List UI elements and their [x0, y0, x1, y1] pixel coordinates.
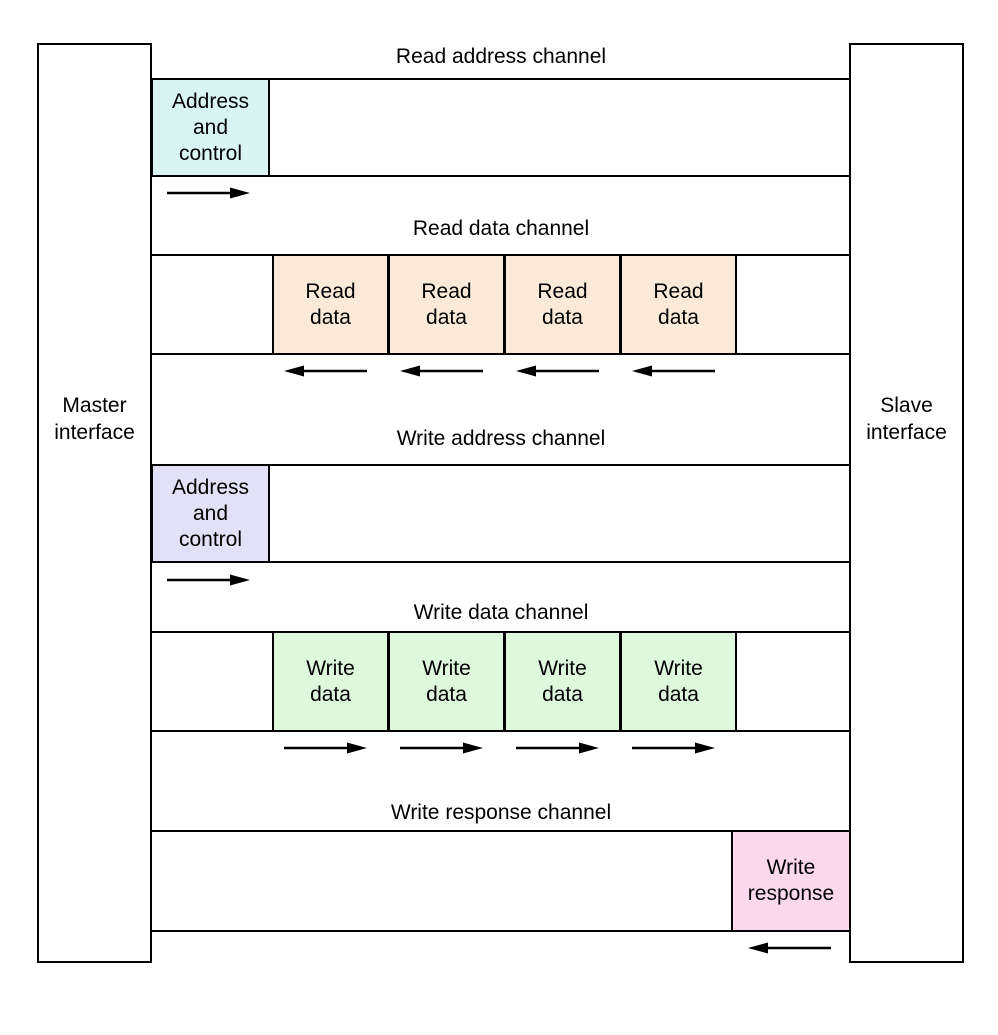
read-data-box: Read data: [272, 254, 389, 355]
write-address-control-box-line1: Address: [171, 475, 250, 499]
channel-title-write-data: Write data channel: [413, 601, 589, 624]
slave-interface-label: Slave interface: [849, 392, 964, 446]
arrow-right-icon: [400, 742, 483, 754]
arrow-right-icon: [284, 742, 367, 754]
read-address-control-box: Address and control: [151, 78, 270, 177]
read-data-box-line2: data: [542, 305, 583, 329]
write-data-box-line1: Write: [422, 656, 471, 680]
write-data-box-line2: data: [658, 682, 699, 706]
master-interface-label-line1: Master: [62, 394, 127, 417]
channel-title-read-data: Read data channel: [412, 217, 590, 240]
slave-interface-label-line2: interface: [866, 421, 947, 444]
master-interface-box: [37, 43, 152, 963]
read-address-control-box-line3: control: [178, 141, 242, 165]
read-data-box-line1: Read: [537, 279, 588, 303]
read-data-box: Read data: [620, 254, 737, 355]
write-address-control-box: Address and control: [151, 464, 270, 563]
write-data-box-line1: Write: [654, 656, 703, 680]
write-data-box: Write data: [388, 631, 505, 732]
read-data-box-line2: data: [310, 305, 351, 329]
read-data-box: Read data: [388, 254, 505, 355]
master-interface-label-line2: interface: [54, 421, 135, 444]
master-interface-label: Master interface: [37, 392, 152, 446]
write-data-box-line2: data: [426, 682, 467, 706]
read-data-box-line1: Read: [305, 279, 356, 303]
arrow-right-icon: [167, 574, 250, 586]
lane-write-address: [151, 464, 851, 563]
channel-title-write-response: Write response channel: [390, 801, 612, 824]
write-data-box: Write data: [504, 631, 621, 732]
write-data-box-line1: Write: [538, 656, 587, 680]
write-data-box: Write data: [620, 631, 737, 732]
slave-interface-label-line1: Slave: [880, 394, 933, 417]
arrow-right-icon: [632, 742, 715, 754]
arrow-left-icon: [748, 942, 831, 954]
write-data-box-line2: data: [310, 682, 351, 706]
arrow-left-icon: [284, 365, 367, 377]
write-response-box: Write response: [731, 830, 851, 932]
write-address-control-box-line2: and: [192, 501, 229, 525]
write-address-control-box-line3: control: [178, 527, 242, 551]
arrow-left-icon: [632, 365, 715, 377]
arrow-right-icon: [167, 187, 250, 199]
read-data-box-line1: Read: [421, 279, 472, 303]
read-data-box-line2: data: [658, 305, 699, 329]
read-data-box-line2: data: [426, 305, 467, 329]
read-address-control-box-line1: Address: [171, 89, 250, 113]
read-data-box: Read data: [504, 254, 621, 355]
arrow-left-icon: [400, 365, 483, 377]
write-data-box-line1: Write: [306, 656, 355, 680]
write-data-box-line2: data: [542, 682, 583, 706]
lane-read-address: [151, 78, 851, 177]
channel-title-write-address: Write address channel: [396, 427, 606, 450]
read-address-control-box-line2: and: [192, 115, 229, 139]
read-data-box-line1: Read: [653, 279, 704, 303]
lane-write-response: [151, 830, 851, 932]
arrow-right-icon: [516, 742, 599, 754]
slave-interface-box: [849, 43, 964, 963]
write-response-box-line2: response: [747, 882, 835, 905]
write-data-box: Write data: [272, 631, 389, 732]
channel-title-read-address: Read address channel: [395, 45, 607, 68]
write-response-box-line1: Write: [766, 856, 816, 879]
arrow-left-icon: [516, 365, 599, 377]
